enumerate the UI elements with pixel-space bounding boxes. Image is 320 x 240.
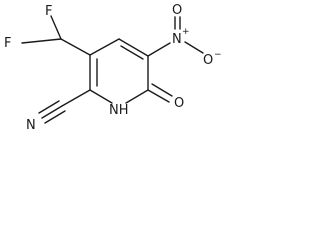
bond-c6-o-b bbox=[151, 83, 173, 97]
nitro-o-charge: − bbox=[214, 50, 222, 60]
bond-cn-triple-b bbox=[38, 100, 60, 114]
bond-c3-chf2 bbox=[60, 38, 91, 56]
bond-chf2-f-top bbox=[50, 15, 62, 40]
bond-chf2-f-left bbox=[21, 38, 62, 44]
bond-cn-triple-c bbox=[44, 110, 66, 124]
atom-f-left: F bbox=[4, 36, 11, 51]
chemical-structure: F F N + O O − N NH O bbox=[4, 3, 222, 133]
atom-o-nitro-right: O bbox=[203, 53, 213, 68]
bond-n-o-nitro-right bbox=[184, 41, 204, 54]
atom-nh-ring: NH bbox=[109, 103, 129, 118]
bond-c5-n-nitro bbox=[147, 42, 171, 57]
atom-o-nitro-top: O bbox=[172, 3, 182, 18]
atom-n-nitro: N bbox=[172, 32, 182, 47]
atom-f-top: F bbox=[45, 4, 52, 19]
atom-o-carbonyl: O bbox=[174, 96, 184, 111]
ring-bond-c3-c4 bbox=[89, 38, 120, 56]
atom-labels: F F N + O O − N NH O bbox=[4, 3, 222, 133]
ring-bond-c4-c5-inner bbox=[120, 45, 144, 60]
nitro-n-charge: + bbox=[182, 27, 190, 37]
bond-cn-triple-a bbox=[41, 105, 63, 119]
atom-n-nitrile: N bbox=[26, 118, 36, 133]
ring-bond-n1-c2 bbox=[89, 89, 113, 104]
bonds bbox=[21, 15, 204, 124]
ring-bond-c4-c5 bbox=[118, 38, 149, 57]
bond-c6-o-a bbox=[147, 89, 170, 103]
ring-bond-c6-n1 bbox=[125, 89, 149, 104]
bond-c2-cn bbox=[61, 89, 91, 107]
